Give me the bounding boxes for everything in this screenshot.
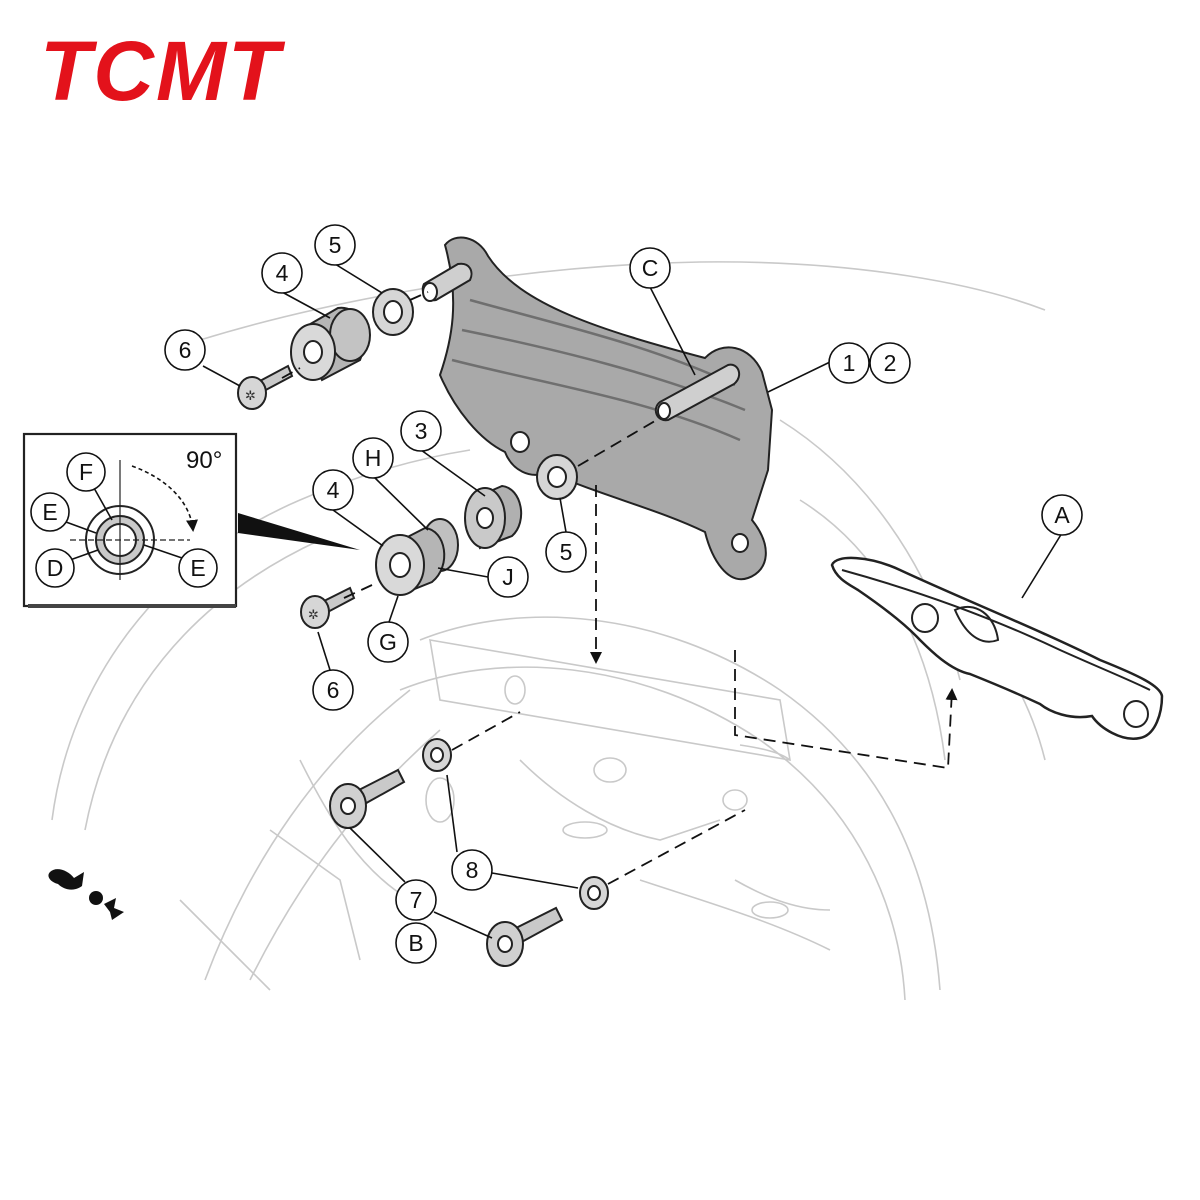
svg-text:1: 1: [843, 350, 856, 376]
callout-4-mid: 4: [312, 469, 354, 511]
callout-a: A: [1041, 494, 1083, 536]
svg-text:C: C: [642, 255, 659, 281]
svg-text:✲: ✲: [308, 608, 319, 623]
brand-logo: TCMT: [40, 24, 286, 118]
svg-text:A: A: [1054, 502, 1070, 528]
svg-text:6: 6: [327, 677, 340, 703]
upper-mount-hardware: ✲: [237, 288, 414, 410]
svg-text:6: 6: [179, 337, 192, 363]
detail-label-f: F: [79, 459, 93, 485]
callout-h: H: [352, 437, 394, 479]
angle-label: 90°: [186, 447, 222, 474]
svg-text:4: 4: [327, 477, 340, 503]
svg-text:4: 4: [276, 260, 289, 286]
callout-j: J: [487, 556, 529, 598]
mounting-bracket: [421, 236, 774, 581]
callout-2: 2: [869, 342, 911, 384]
callout-1: 1: [828, 342, 870, 384]
svg-text:J: J: [502, 564, 514, 590]
detail-inset: 90° F E D E: [22, 432, 360, 608]
direction-arrow-icon: [48, 869, 124, 920]
callout-6-bottom: 6: [312, 669, 354, 711]
svg-text:8: 8: [466, 857, 479, 883]
callout-5-mid: 5: [545, 531, 587, 573]
callout-6-top: 6: [164, 329, 206, 371]
assembly-lines: [281, 291, 958, 885]
trim-cover: [830, 556, 1164, 740]
svg-text:5: 5: [560, 539, 573, 565]
detail-label-d: D: [47, 555, 64, 581]
svg-text:7: 7: [410, 887, 423, 913]
callout-3: 3: [400, 410, 442, 452]
svg-text:3: 3: [415, 418, 428, 444]
svg-text:2: 2: [884, 350, 897, 376]
lower-mount-hardware: ✲: [300, 454, 578, 629]
callout-bubbles: 1 2 3 4 4 5 5 6: [164, 224, 1083, 964]
callout-7: 7: [395, 879, 437, 921]
frame-bolts: [329, 738, 609, 967]
detail-label-e-left: E: [42, 499, 57, 525]
svg-text:✲: ✲: [245, 389, 256, 404]
callout-g: G: [367, 621, 409, 663]
detail-label-e-right: E: [190, 555, 205, 581]
callout-c: C: [629, 247, 671, 289]
callout-leaders: [202, 263, 1063, 939]
svg-text:B: B: [408, 930, 423, 956]
callout-4-top: 4: [261, 252, 303, 294]
callout-5-top: 5: [314, 224, 356, 266]
svg-text:5: 5: [329, 232, 342, 258]
callout-b: B: [395, 922, 437, 964]
callout-8: 8: [451, 849, 493, 891]
motorcycle-outline: [51, 261, 1046, 1001]
svg-text:G: G: [379, 629, 397, 655]
svg-text:H: H: [365, 445, 382, 471]
